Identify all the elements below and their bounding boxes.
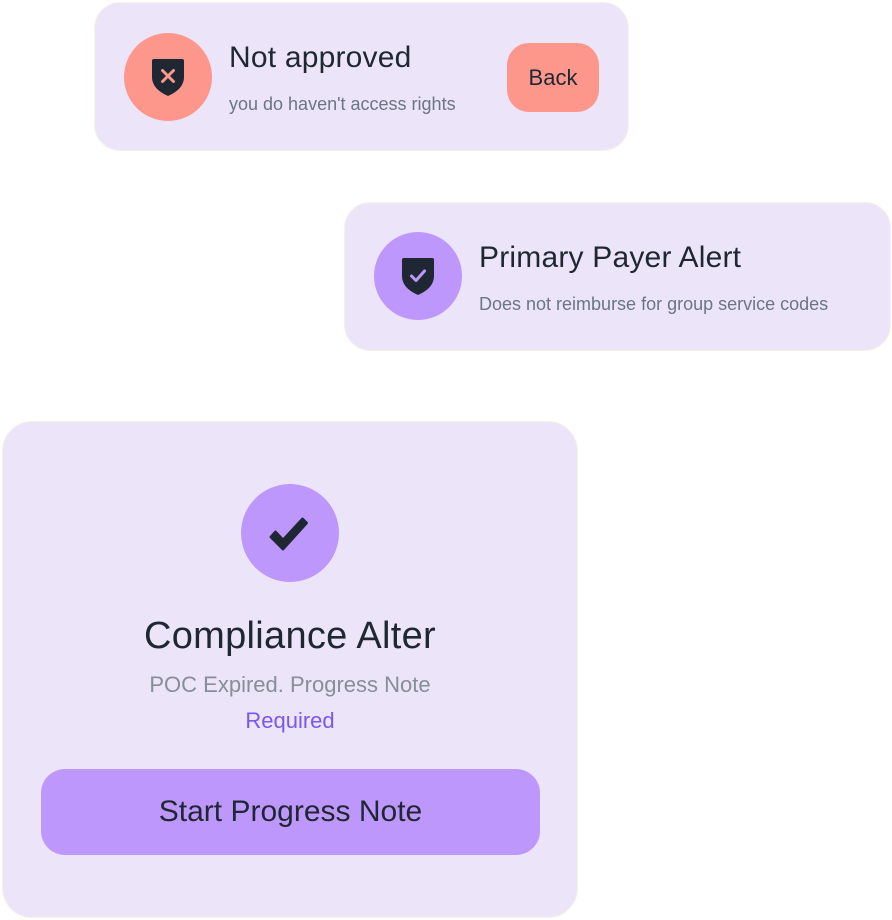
alert-subtitle: you do haven't access rights bbox=[229, 94, 456, 114]
checkmark-icon-badge bbox=[241, 484, 339, 582]
alert-title: Primary Payer Alert bbox=[479, 241, 742, 274]
start-progress-note-button[interactable]: Start Progress Note bbox=[41, 769, 540, 855]
alert-subtitle: Does not reimburse for group service cod… bbox=[479, 294, 829, 314]
shield-check-icon bbox=[402, 258, 434, 295]
primary-payer-alert-card: Primary Payer Alert Does not reimburse f… bbox=[344, 202, 891, 351]
alert-title: Not approved bbox=[229, 41, 412, 74]
required-label: Required bbox=[245, 708, 335, 733]
checkmark-icon bbox=[269, 517, 308, 551]
compliance-title: Compliance Alter bbox=[143, 615, 437, 657]
back-button[interactable]: Back bbox=[507, 43, 599, 112]
shield-x-icon-badge bbox=[124, 33, 212, 121]
shield-x-icon bbox=[152, 59, 184, 96]
compliance-alert-card: Compliance Alter POC Expired. Progress N… bbox=[2, 421, 578, 918]
not-approved-alert-card: Not approved you do haven't access right… bbox=[94, 2, 629, 151]
compliance-description: POC Expired. Progress Note bbox=[149, 672, 431, 697]
shield-check-icon-badge bbox=[374, 232, 462, 320]
